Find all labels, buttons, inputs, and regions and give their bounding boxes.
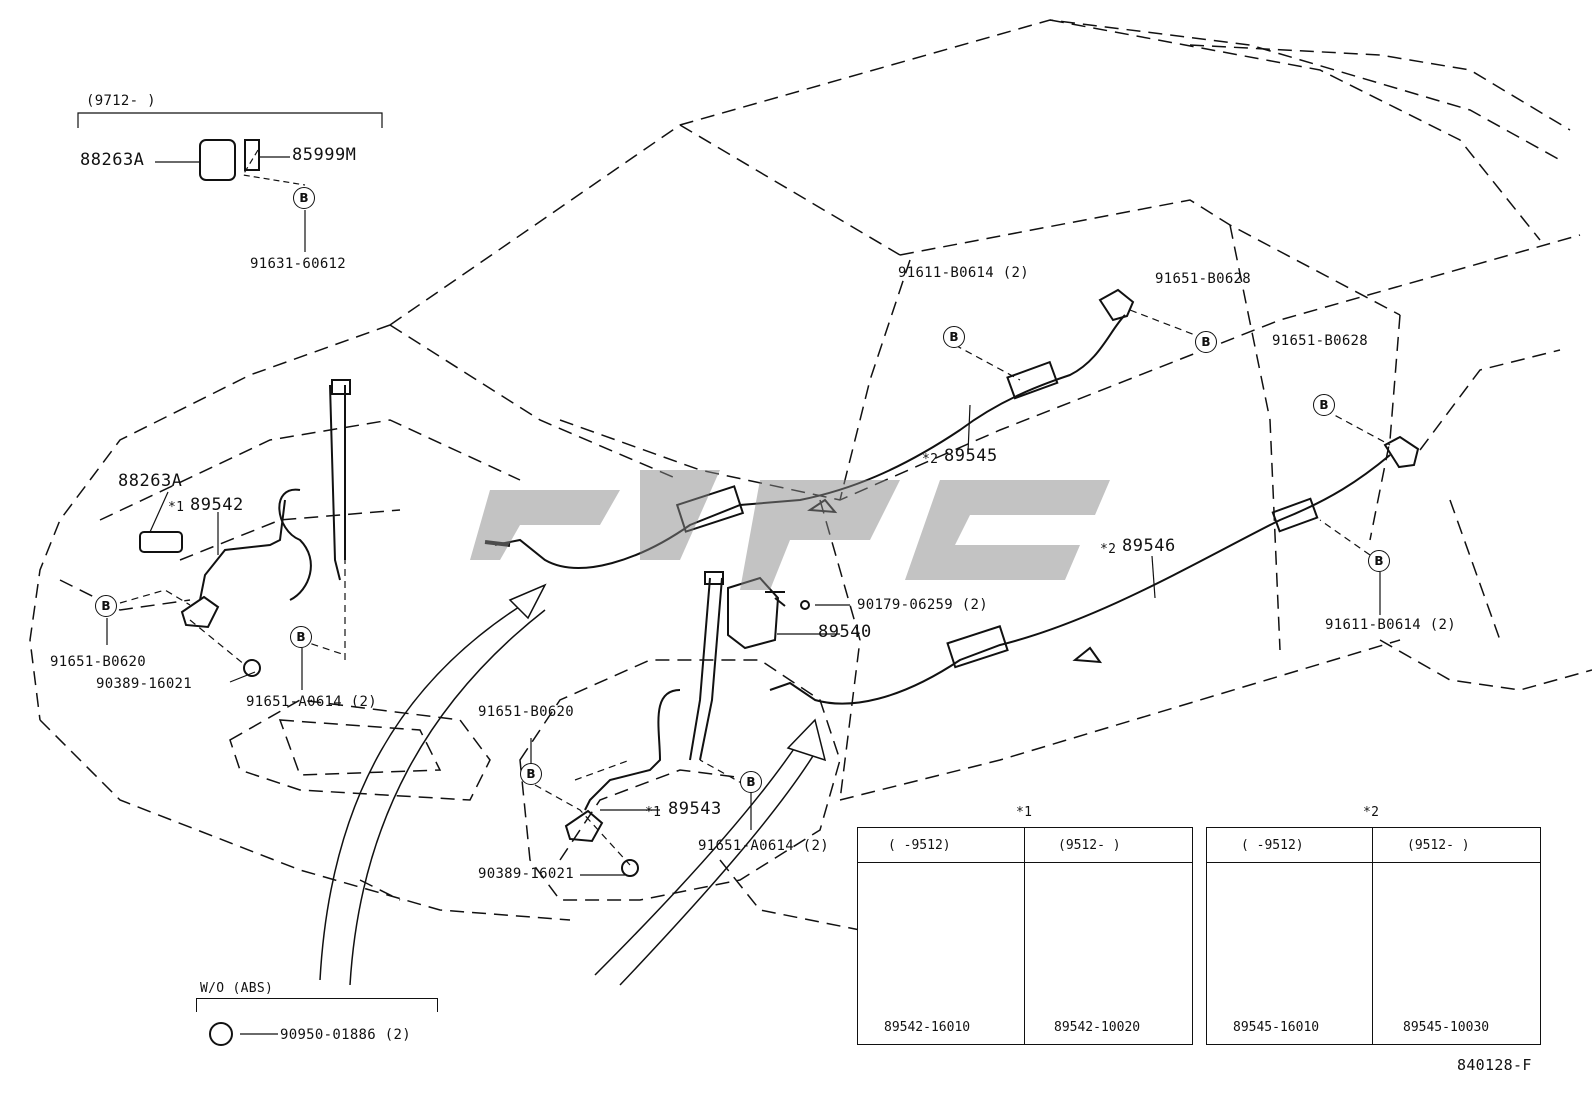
table1-mark: *1 — [1016, 805, 1033, 820]
table1-col1-range: ( -9512) — [888, 838, 951, 853]
table2-col2-part: 89545-10030 — [1403, 1020, 1490, 1035]
wo-abs-rule-left — [196, 998, 198, 1012]
part-label-91611-b0614-right: 91611-B0614 (2) — [1325, 617, 1456, 633]
mark-star1: *1 — [168, 500, 185, 515]
bolt-symbol-b: B — [1195, 331, 1217, 353]
bolt-symbol-b: B — [1313, 394, 1335, 416]
part-label-89540: 89540 — [818, 622, 872, 642]
part-label-91611-b0614-top: 91611-B0614 (2) — [898, 265, 1029, 281]
table2-col1-range: ( -9512) — [1241, 838, 1304, 853]
direction-arrows — [319, 583, 827, 986]
part-label-91651-b0620: 91651-B0620 — [50, 654, 147, 670]
bolt-symbol-b: B — [943, 326, 965, 348]
part-label-91651-b0628-top: 91651-B0628 — [1155, 271, 1252, 287]
part-label-89543: 89543 — [668, 799, 722, 819]
part-label-88263a-top: 88263A — [80, 150, 145, 170]
bolt-symbol-b: B — [740, 771, 762, 793]
part-leaders — [77, 112, 1381, 1035]
part-label-88263a-left: 88263A — [118, 471, 183, 491]
part-label-91631-60612: 91631-60612 — [250, 256, 347, 272]
part-label-91651-b0628-right: 91651-B0628 — [1272, 333, 1369, 349]
table-divider — [1372, 828, 1373, 1044]
mark-star2: *2 — [1100, 542, 1117, 557]
wo-abs-rule — [196, 998, 438, 1000]
part-label-90179-06259: 90179-06259 (2) — [857, 597, 988, 613]
variant-table-1: ( -9512) (9512- ) 89542-16010 89542-1002… — [857, 827, 1193, 1045]
bolt-symbol-b: B — [95, 595, 117, 617]
table1-col2-part: 89542-10020 — [1054, 1020, 1141, 1035]
table-header-rule — [1207, 862, 1540, 863]
bolt-symbol-b: B — [520, 763, 542, 785]
table1-col2-range: (9512- ) — [1058, 838, 1121, 853]
part-label-90389-16021-mid: 90389-16021 — [478, 866, 575, 882]
part-label-91651-a0614: 91651-A0614 (2) — [246, 694, 377, 710]
car-outline — [29, 19, 1592, 931]
table-divider — [1024, 828, 1025, 1044]
mark-star1: *1 — [645, 805, 662, 820]
table-header-rule — [858, 862, 1192, 863]
part-label-89542: 89542 — [190, 495, 244, 515]
part-label-89545: 89545 — [944, 446, 998, 466]
table1-col1-part: 89542-16010 — [884, 1020, 971, 1035]
part-label-85999m: 85999M — [292, 145, 357, 165]
table2-col2-range: (9512- ) — [1407, 838, 1470, 853]
bolt-symbol-b: B — [290, 626, 312, 648]
part-label-91651-b0620-mid: 91651-B0620 — [478, 704, 575, 720]
watermark — [470, 470, 1110, 590]
group-range-label: (9712- ) — [86, 93, 156, 109]
table2-mark: *2 — [1363, 805, 1380, 820]
figure-code: 840128-F — [1457, 1056, 1532, 1074]
part-label-90389-16021: 90389-16021 — [96, 676, 193, 692]
wo-abs-rule-right — [437, 998, 439, 1012]
wo-abs-title: W/O (ABS) — [200, 981, 274, 996]
variant-table-2: ( -9512) (9512- ) 89545-16010 89545-1003… — [1206, 827, 1541, 1045]
bolt-symbol-b: B — [293, 187, 315, 209]
part-label-91651-a0614-mid: 91651-A0614 (2) — [698, 838, 829, 854]
sensor-harness — [139, 139, 1420, 1046]
bolt-symbol-b: B — [1368, 550, 1390, 572]
mark-star2: *2 — [922, 452, 939, 467]
part-label-89546: 89546 — [1122, 536, 1176, 556]
table2-col1-part: 89545-16010 — [1233, 1020, 1320, 1035]
part-label-90950-01886: 90950-01886 (2) — [280, 1027, 411, 1043]
